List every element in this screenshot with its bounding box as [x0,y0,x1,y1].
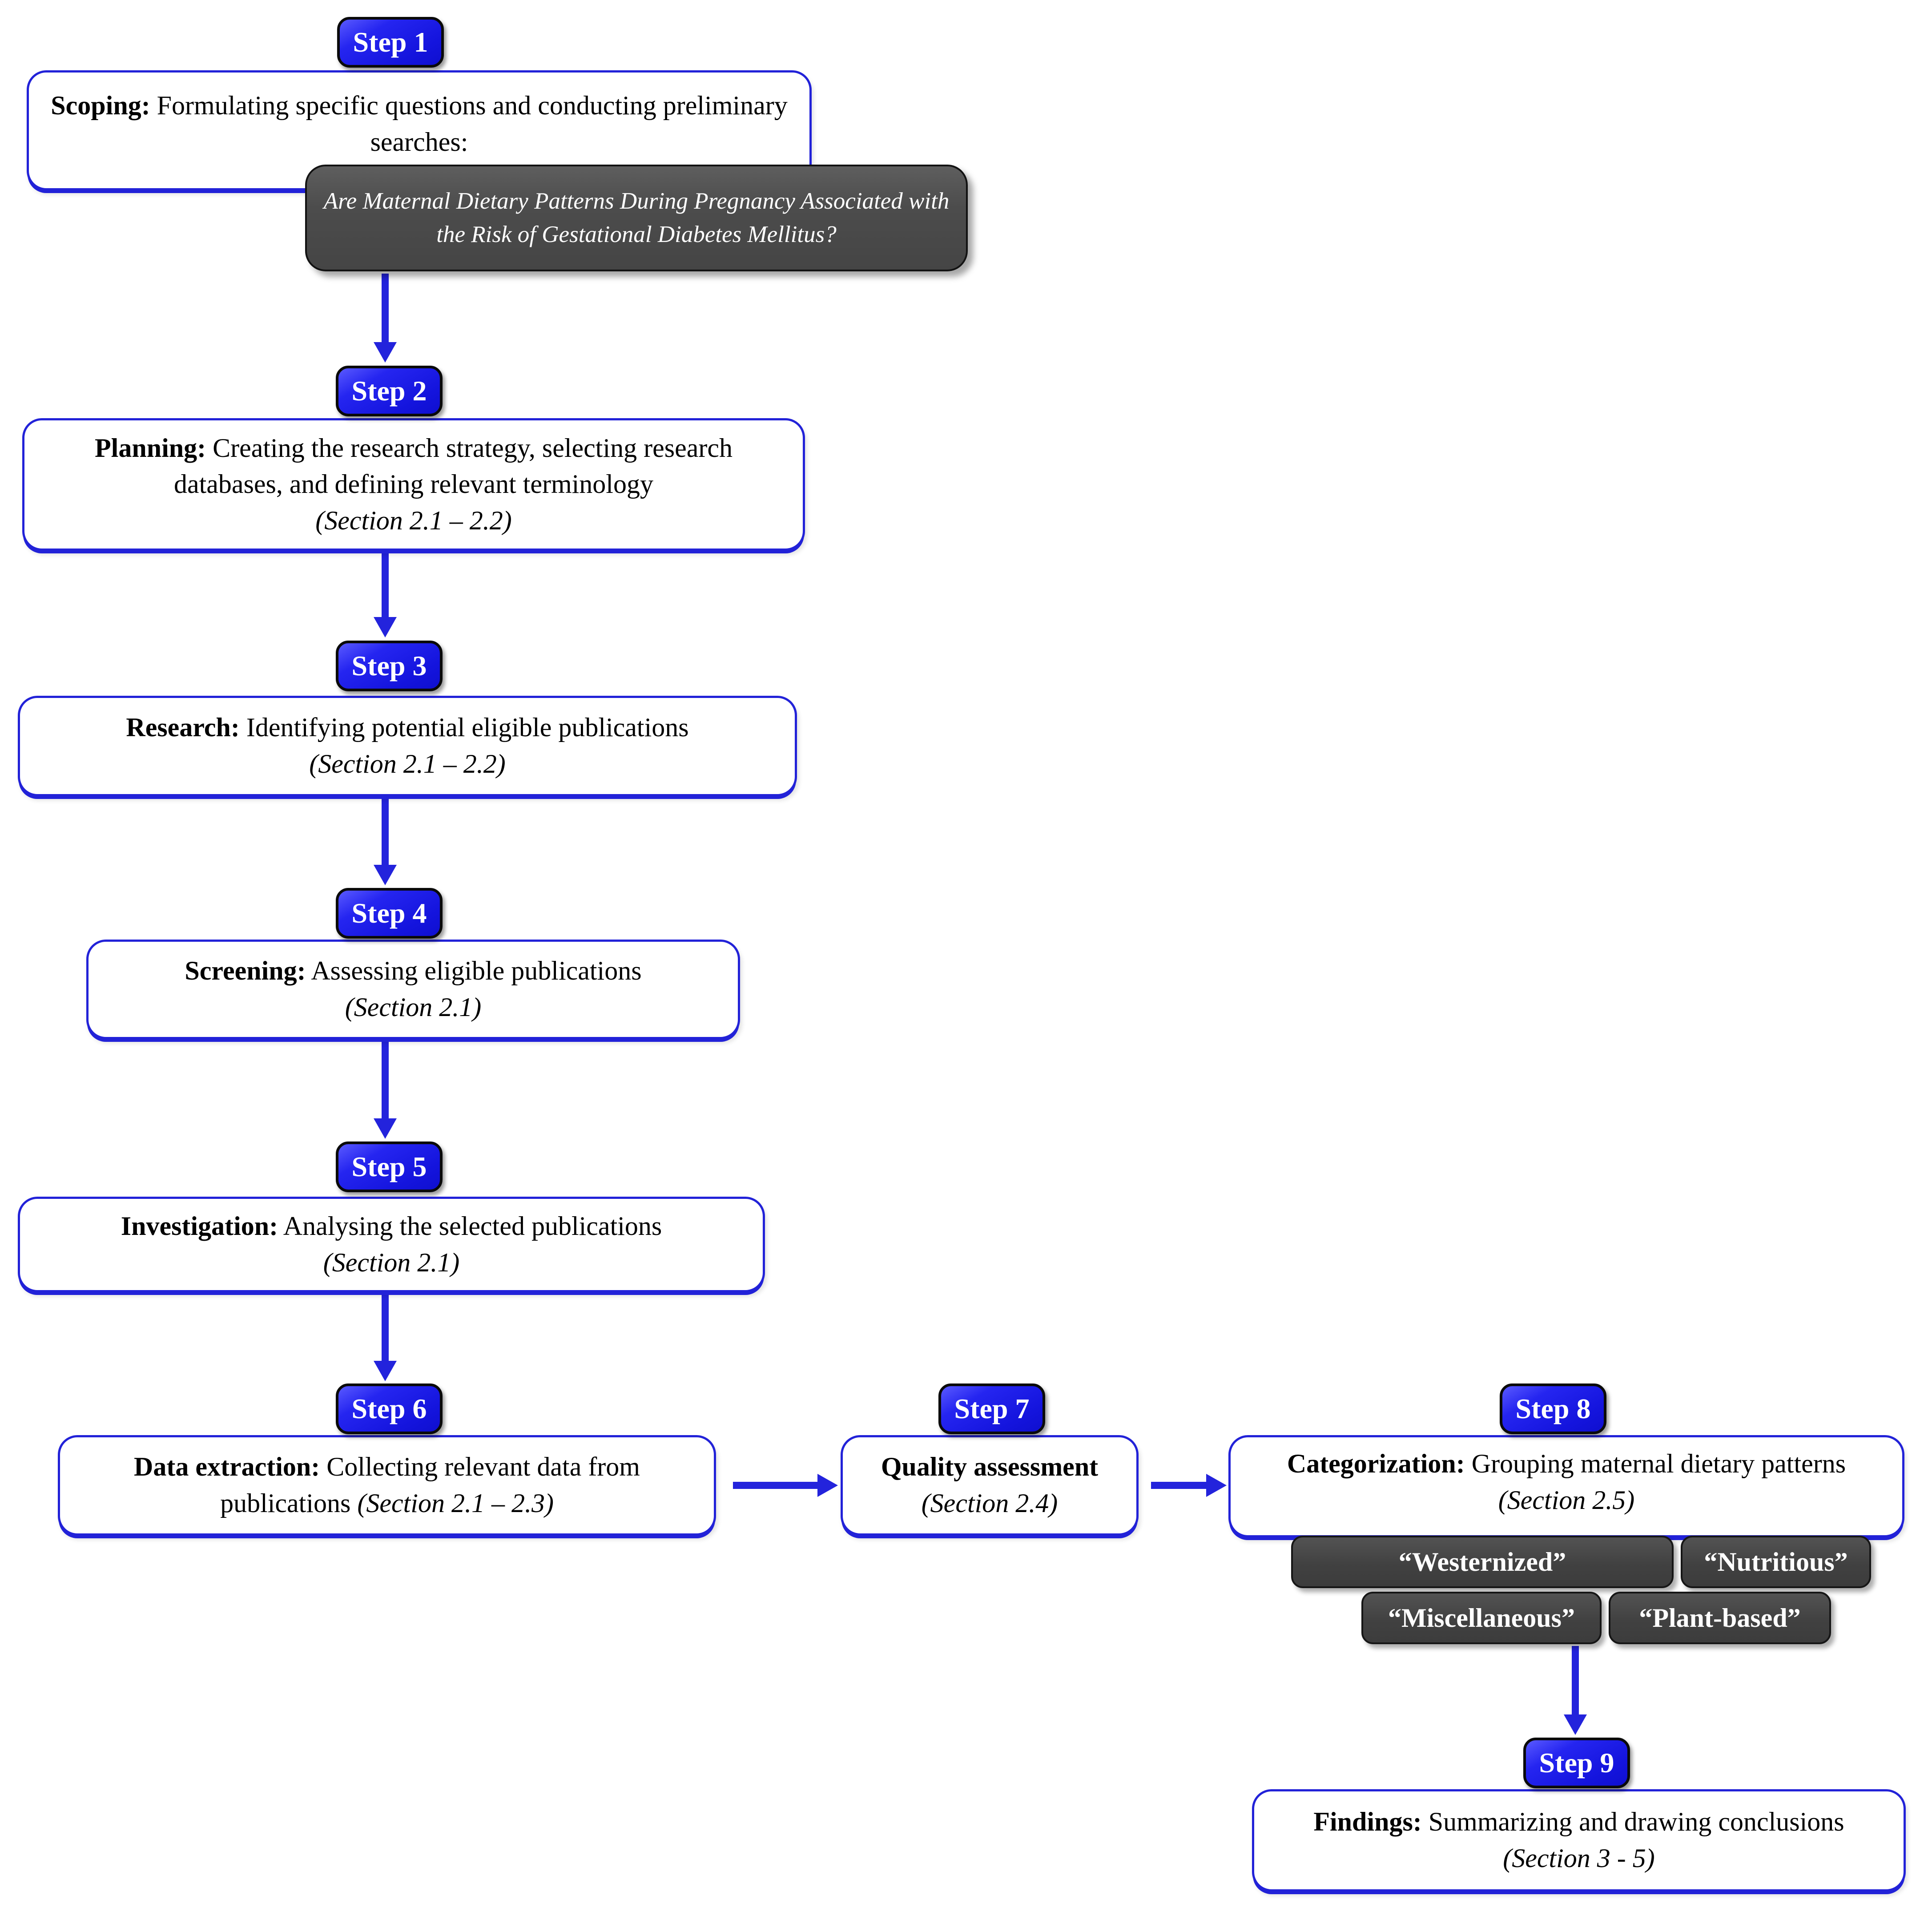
arrow-right-1 [733,1482,817,1489]
step-5-text: Investigation: Analysing the selected pu… [121,1208,662,1281]
step-9-text: Findings: Summarizing and drawing conclu… [1272,1804,1886,1876]
step-7-section: (Section 2.4) [921,1488,1058,1518]
step-2-desc: Creating the research strategy, selectin… [174,433,733,499]
category-box-miscellaneous: “Miscellaneous” [1361,1592,1602,1644]
step-2-badge-label: Step 2 [351,375,427,407]
step-4-text: Screening: Assessing eligible publicatio… [185,953,641,1025]
arrow-down-4 [382,1041,389,1118]
arrow-down-3 [382,799,389,865]
step-8-desc: Grouping maternal dietary patterns [1471,1449,1846,1479]
step-2-section: (Section 2.1 – 2.2) [315,505,512,535]
step-9-badge-label: Step 9 [1539,1747,1614,1779]
step-7-box: Quality assessment (Section 2.4) [841,1435,1139,1536]
arrow-down-6 [1572,1646,1579,1714]
step-2-badge: Step 2 [336,366,443,416]
step-3-badge-label: Step 3 [351,650,427,682]
step-5-badge: Step 5 [336,1141,443,1192]
research-question-box: Are Maternal Dietary Patterns During Pre… [305,165,968,271]
step-6-title: Data extraction: [134,1452,320,1482]
step-6-badge-label: Step 6 [351,1393,427,1424]
step-6-box: Data extraction: Collecting relevant dat… [58,1435,716,1536]
arrow-right-2 [1151,1482,1206,1489]
arrow-down-5 [382,1295,389,1361]
step-9-box: Findings: Summarizing and drawing conclu… [1252,1789,1906,1892]
research-question-text: Are Maternal Dietary Patterns During Pre… [323,188,950,247]
step-2-title: Planning: [95,433,206,463]
step-3-box: Research: Identifying potential eligible… [18,696,797,796]
step-3-title: Research: [126,713,240,742]
step-5-desc: Analysing the selected publications [283,1211,662,1241]
step-9-section: (Section 3 - 5) [1503,1843,1655,1873]
category-label-miscellaneous: “Miscellaneous” [1388,1603,1575,1633]
step-9-title: Findings: [1313,1807,1422,1837]
step-7-title: Quality assessment [881,1452,1099,1482]
step-1-text: Scoping: Formulating specific questions … [47,88,792,160]
category-box-westernized: “Westernized” [1291,1536,1674,1588]
step-1-desc: Formulating specific questions and condu… [157,91,788,157]
step-4-box: Screening: Assessing eligible publicatio… [86,940,740,1039]
step-4-title: Screening: [185,956,306,986]
step-6-desc: Collecting relevant data from publicatio… [220,1452,640,1518]
category-box-nutritious: “Nutritious” [1681,1536,1871,1588]
step-9-badge: Step 9 [1523,1738,1630,1788]
step-3-text: Research: Identifying potential eligible… [126,710,688,782]
step-8-title: Categorization: [1287,1449,1465,1479]
step-5-section: (Section 2.1) [323,1247,460,1277]
step-5-badge-label: Step 5 [351,1151,427,1182]
step-5-box: Investigation: Analysing the selected pu… [18,1197,765,1292]
category-label-plant-based: “Plant-based” [1639,1603,1801,1633]
step-8-section: (Section 2.5) [1498,1485,1635,1515]
step-2-box: Planning: Creating the research strategy… [22,418,805,551]
category-label-westernized: “Westernized” [1398,1547,1566,1577]
step-4-badge-label: Step 4 [351,897,427,929]
step-1-title: Scoping: [51,91,150,121]
step-7-badge: Step 7 [938,1383,1045,1434]
step-6-badge: Step 6 [336,1383,443,1434]
step-8-badge-label: Step 8 [1515,1393,1591,1424]
step-4-badge: Step 4 [336,888,443,939]
step-3-badge: Step 3 [336,641,443,691]
category-box-plant-based: “Plant-based” [1609,1592,1831,1644]
step-6-text: Data extraction: Collecting relevant dat… [78,1449,696,1521]
step-9-desc: Summarizing and drawing conclusions [1428,1807,1844,1837]
step-7-text: Quality assessment (Section 2.4) [881,1449,1098,1521]
step-3-section: (Section 2.1 – 2.2) [309,749,506,778]
step-8-box: Categorization: Grouping maternal dietar… [1228,1435,1904,1537]
step-1-badge-label: Step 1 [353,26,428,58]
step-8-text: Categorization: Grouping maternal dietar… [1248,1446,1884,1518]
step-7-badge-label: Step 7 [954,1393,1030,1424]
step-1-badge: Step 1 [337,17,444,68]
step-3-desc: Identifying potential eligible publicati… [246,713,689,742]
step-5-title: Investigation: [121,1211,278,1241]
step-4-section: (Section 2.1) [345,992,482,1022]
category-label-nutritious: “Nutritious” [1704,1547,1848,1577]
arrow-down-2 [382,553,389,617]
step-8-badge: Step 8 [1500,1383,1606,1434]
step-2-text: Planning: Creating the research strategy… [42,430,785,539]
step-6-section: (Section 2.1 – 2.3) [357,1488,554,1518]
arrow-down-1 [382,274,389,342]
step-4-desc: Assessing eligible publications [311,956,642,986]
